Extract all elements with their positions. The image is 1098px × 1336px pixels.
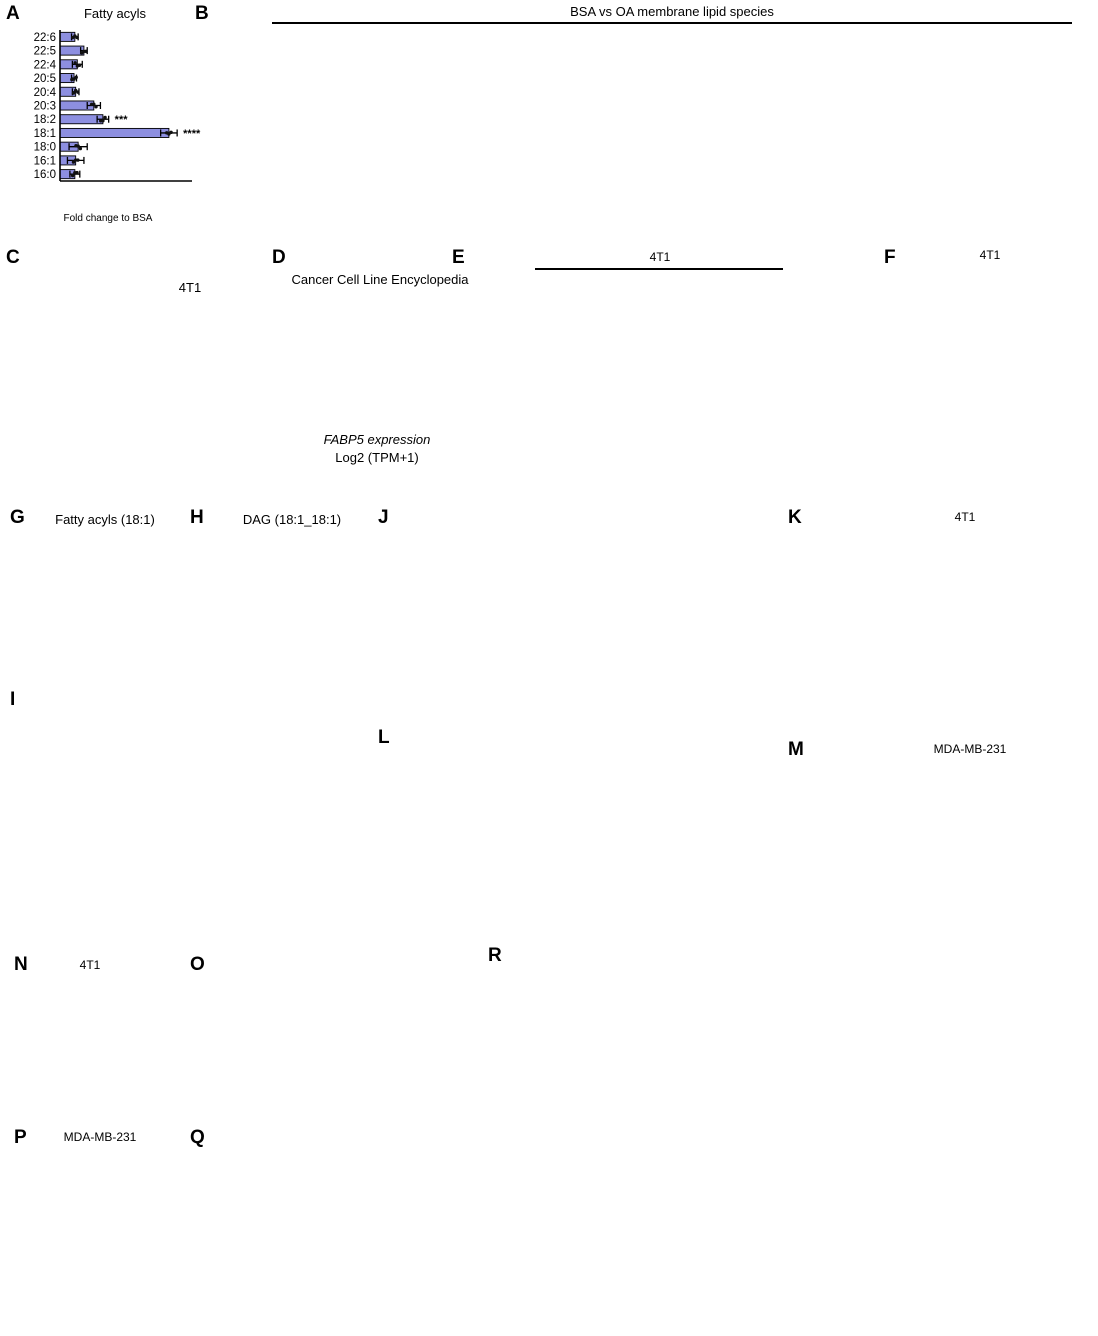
panel-q-footer — [200, 1296, 460, 1322]
panel-n-title: 4T1 — [79, 958, 101, 972]
panel-q-label: Q — [190, 1127, 205, 1148]
panel-d-xlabel-2: Log2 (TPM+1) — [335, 450, 419, 465]
panel-b-color-legend — [832, 198, 982, 230]
panel-e-title: 4T1 — [649, 250, 671, 264]
panel-d-title: Cancer Cell Line Encyclopedia — [291, 272, 469, 287]
svg-text:20:5: 20:5 — [34, 73, 56, 85]
svg-text:18:2: 18:2 — [34, 114, 56, 126]
panel-a-label: A — [6, 3, 20, 24]
panel-p-legend — [12, 1290, 192, 1308]
panel-a-xlabel: Fold change to BSA — [63, 213, 153, 224]
panel-m-title: MDA-MB-231 — [933, 742, 1007, 756]
panel-f-title: 4T1 — [979, 248, 1001, 262]
panel-e-rule — [535, 268, 783, 270]
svg-text:22:4: 22:4 — [34, 59, 57, 71]
panel-r-label: R — [488, 945, 502, 966]
panel-e-images — [497, 274, 787, 494]
svg-text:22:6: 22:6 — [34, 32, 56, 44]
panel-h-chart — [200, 534, 345, 674]
svg-text:22:5: 22:5 — [34, 46, 56, 58]
panel-i-legend — [30, 920, 320, 938]
panel-k-chart — [800, 528, 1090, 698]
panel-g-chart — [18, 534, 163, 674]
svg-text:16:1: 16:1 — [34, 155, 56, 167]
panel-p-label: P — [14, 1127, 27, 1148]
panel-i-label: I — [10, 689, 16, 710]
panel-q-images — [212, 1128, 452, 1293]
panel-b-top-rule — [272, 22, 1072, 24]
svg-text:18:0: 18:0 — [34, 142, 56, 154]
panel-h-title: DAG (18:1_18:1) — [242, 512, 342, 527]
panel-l-label: L — [378, 727, 390, 748]
panel-b-label: B — [195, 3, 209, 24]
panel-j-blot — [400, 512, 772, 682]
panel-b-title: BSA vs OA membrane lipid species — [570, 4, 774, 19]
panel-j-label: J — [378, 507, 389, 528]
svg-text:20:3: 20:3 — [34, 101, 56, 113]
panel-d-chart — [282, 292, 472, 427]
panel-k-title: 4T1 — [954, 510, 976, 524]
panel-l-blot — [400, 730, 772, 905]
panel-f-label: F — [884, 247, 896, 268]
svg-text:***: *** — [115, 114, 129, 126]
panel-m-label: M — [788, 739, 804, 760]
panel-e-label: E — [452, 247, 465, 268]
panel-d-label: D — [272, 247, 286, 268]
panel-n-label: N — [14, 954, 28, 975]
panel-d-xlabel-1: FABP5 expression — [323, 432, 431, 447]
panel-g-label: G — [10, 507, 25, 528]
panel-o-images — [212, 955, 452, 1115]
panel-c-title: 4T1 — [178, 280, 202, 295]
panel-m-chart — [800, 760, 1090, 930]
svg-text:****: **** — [183, 128, 201, 140]
panel-a-title: Fatty acyls — [83, 6, 147, 21]
svg-text:16:0: 16:0 — [34, 169, 56, 181]
panel-b-chart-pc — [508, 30, 808, 230]
panel-p-title: MDA-MB-231 — [63, 1130, 137, 1144]
panel-n-chart — [18, 976, 163, 1106]
panel-g-title: Fatty acyls (18:1) — [55, 512, 155, 527]
panel-p-chart — [18, 1148, 163, 1278]
panel-c-label: C — [6, 247, 20, 268]
svg-text:20:4: 20:4 — [34, 87, 57, 99]
panel-b-chart-pi — [208, 30, 498, 230]
panel-i-chart — [30, 700, 290, 910]
panel-f-chart — [898, 268, 1073, 418]
panel-h-label: H — [190, 507, 204, 528]
panel-o-label: O — [190, 954, 205, 975]
panel-r-diagram — [500, 972, 1082, 1302]
panel-f-blot — [898, 420, 1088, 498]
panel-k-label: K — [788, 507, 802, 528]
svg-text:18:1: 18:1 — [34, 128, 56, 140]
